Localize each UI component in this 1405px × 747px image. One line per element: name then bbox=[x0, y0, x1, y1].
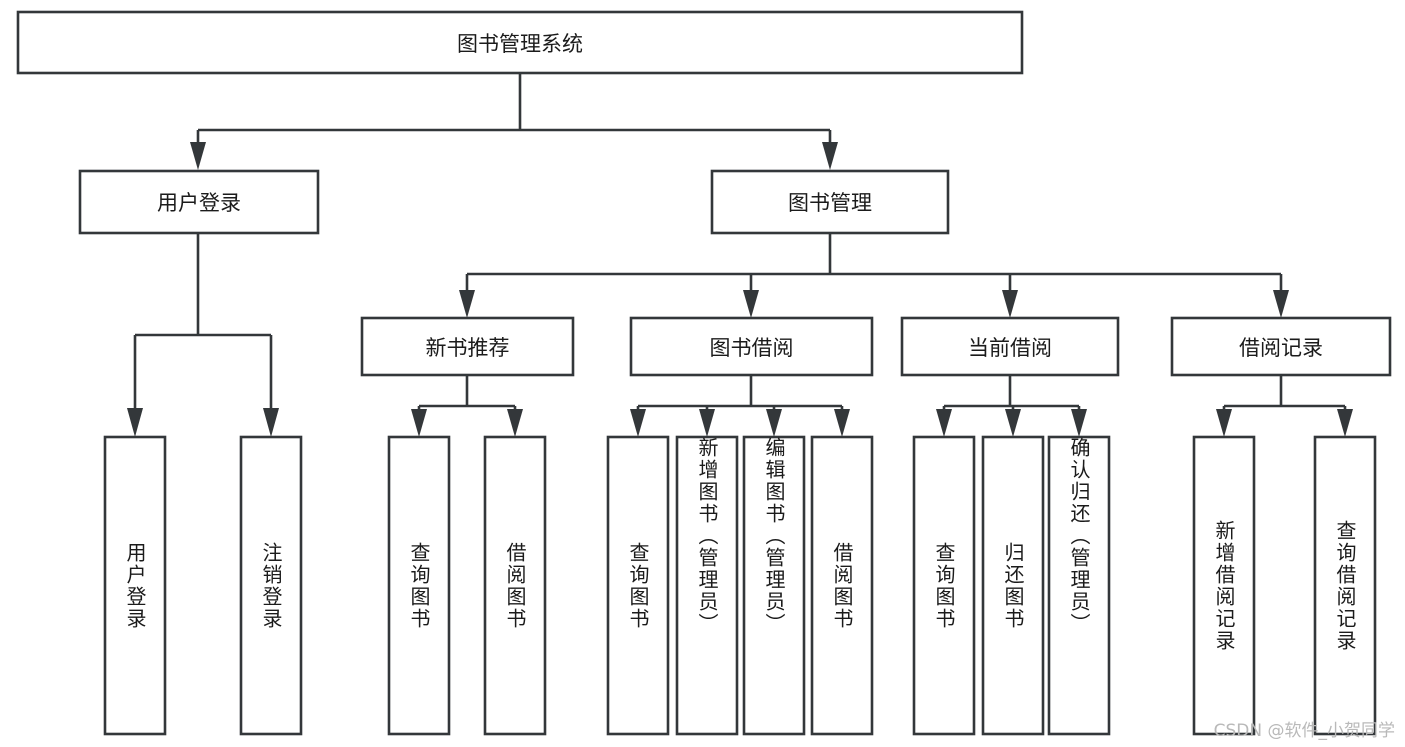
node-box-leaf-borrow-book-1[interactable] bbox=[483, 435, 547, 736]
node-box-borrow-record[interactable] bbox=[1170, 316, 1392, 377]
node-box-leaf-query-book-2[interactable] bbox=[606, 435, 670, 736]
arrowhead-leaf-query-book-3 bbox=[936, 409, 952, 437]
node-box-leaf-user-login[interactable] bbox=[103, 435, 167, 736]
node-box-leaf-confirm-return[interactable] bbox=[1047, 435, 1111, 736]
node-box-current-borrow[interactable] bbox=[900, 316, 1120, 377]
node-box-root[interactable] bbox=[16, 10, 1024, 75]
arrowhead-leaf-query-book-1 bbox=[411, 409, 427, 437]
node-box-leaf-query-record[interactable] bbox=[1313, 435, 1377, 736]
arrowhead-book-borrow bbox=[743, 290, 759, 318]
arrowhead-leaf-add-record bbox=[1216, 409, 1232, 437]
arrowhead-leaf-query-book-2 bbox=[630, 409, 646, 437]
node-box-leaf-add-book[interactable] bbox=[675, 435, 739, 736]
arrowhead-new-book-rec bbox=[459, 290, 475, 318]
node-box-user-login[interactable] bbox=[78, 169, 320, 235]
arrowhead-user-login bbox=[190, 142, 206, 170]
node-box-leaf-add-record[interactable] bbox=[1192, 435, 1256, 736]
arrowhead-leaf-user-logout bbox=[263, 408, 279, 437]
node-rect-layer bbox=[16, 10, 1392, 736]
node-box-leaf-return-book[interactable] bbox=[981, 435, 1045, 736]
arrowhead-borrow-record bbox=[1273, 290, 1289, 318]
node-box-leaf-edit-book[interactable] bbox=[742, 435, 806, 736]
arrowhead-leaf-edit-book bbox=[766, 409, 782, 437]
node-box-leaf-query-book-1[interactable] bbox=[387, 435, 451, 736]
arrowhead-leaf-user-login bbox=[127, 408, 143, 437]
arrowhead-leaf-borrow-book-2 bbox=[834, 409, 850, 437]
connector-layer bbox=[127, 73, 1353, 437]
node-box-leaf-user-logout[interactable] bbox=[239, 435, 303, 736]
arrowhead-current-borrow bbox=[1002, 290, 1018, 318]
arrowhead-leaf-borrow-book-1 bbox=[507, 409, 523, 437]
node-box-leaf-borrow-book-2[interactable] bbox=[810, 435, 874, 736]
arrowhead-book-manage bbox=[822, 142, 838, 170]
node-box-book-borrow[interactable] bbox=[629, 316, 874, 377]
arrowhead-leaf-query-record bbox=[1337, 409, 1353, 437]
arrowhead-leaf-return-book bbox=[1005, 409, 1021, 437]
arrowhead-leaf-confirm-return bbox=[1071, 409, 1087, 437]
node-box-book-manage[interactable] bbox=[710, 169, 950, 235]
node-box-leaf-query-book-3[interactable] bbox=[912, 435, 976, 736]
arrowhead-leaf-add-book bbox=[699, 409, 715, 437]
node-box-new-book-rec[interactable] bbox=[360, 316, 575, 377]
